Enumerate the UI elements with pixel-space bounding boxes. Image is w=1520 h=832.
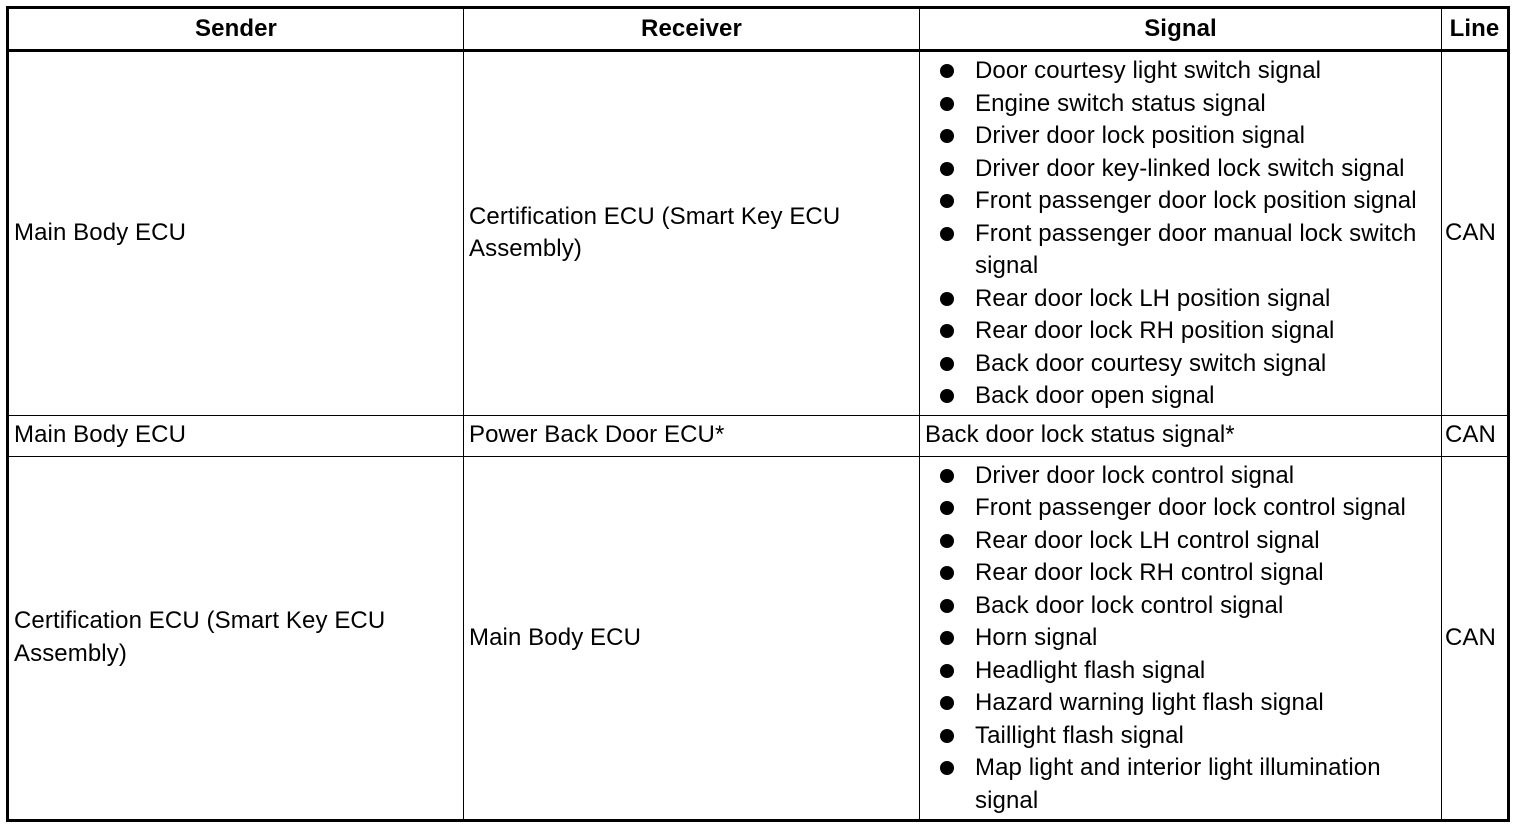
signal-list: Driver door lock control signal Front pa… xyxy=(925,457,1436,820)
list-item: Driver door key-linked lock switch signa… xyxy=(940,153,1436,186)
list-item: Engine switch status signal xyxy=(940,88,1436,121)
signal-list: Door courtesy light switch signal Engine… xyxy=(925,52,1436,415)
receiver-cell: Power Back Door ECU* xyxy=(463,414,920,457)
list-item: Rear door lock RH position signal xyxy=(940,315,1436,348)
table-row: Main Body ECU Certification ECU (Smart K… xyxy=(7,50,1509,416)
table-row: Certification ECU (Smart Key ECU Assembl… xyxy=(7,455,1509,821)
signal-cell: Back door lock status signal* xyxy=(919,414,1442,457)
list-item: Horn signal xyxy=(940,622,1436,655)
list-item: Front passenger door lock position signa… xyxy=(940,185,1436,218)
list-item: Back door courtesy switch signal xyxy=(940,348,1436,381)
sender-cell: Certification ECU (Smart Key ECU Assembl… xyxy=(7,455,464,821)
signal-cell: Driver door lock control signal Front pa… xyxy=(919,455,1442,821)
receiver-cell: Certification ECU (Smart Key ECU Assembl… xyxy=(463,50,920,416)
list-item: Back door lock control signal xyxy=(940,590,1436,623)
sender-cell: Main Body ECU xyxy=(7,50,464,416)
header-line: Line xyxy=(1441,7,1509,52)
header-receiver: Receiver xyxy=(463,7,920,52)
communication-table: Sender Receiver Signal Line Main Body EC… xyxy=(6,6,1510,822)
line-cell: CAN xyxy=(1441,50,1509,416)
list-item: Headlight flash signal xyxy=(940,655,1436,688)
line-cell: CAN xyxy=(1441,455,1509,821)
sender-cell: Main Body ECU xyxy=(7,414,464,457)
receiver-cell: Main Body ECU xyxy=(463,455,920,821)
header-signal: Signal xyxy=(919,7,1442,52)
list-item: Driver door lock control signal xyxy=(940,460,1436,493)
list-item: Front passenger door manual lock switch … xyxy=(940,218,1436,283)
list-item: Rear door lock LH position signal xyxy=(940,283,1436,316)
list-item: Door courtesy light switch signal xyxy=(940,55,1436,88)
header-sender: Sender xyxy=(7,7,464,52)
list-item: Driver door lock position signal xyxy=(940,120,1436,153)
list-item: Hazard warning light flash signal xyxy=(940,687,1436,720)
table-header-row: Sender Receiver Signal Line xyxy=(7,7,1509,52)
list-item: Taillight flash signal xyxy=(940,720,1436,753)
list-item: Rear door lock RH control signal xyxy=(940,557,1436,590)
list-item: Rear door lock LH control signal xyxy=(940,525,1436,558)
line-cell: CAN xyxy=(1441,414,1509,457)
list-item: Back door open signal xyxy=(940,380,1436,413)
list-item: Front passenger door lock control signal xyxy=(940,492,1436,525)
list-item: Map light and interior light illuminatio… xyxy=(940,752,1436,817)
table-row: Main Body ECU Power Back Door ECU* Back … xyxy=(7,414,1509,457)
signal-cell: Door courtesy light switch signal Engine… xyxy=(919,50,1442,416)
